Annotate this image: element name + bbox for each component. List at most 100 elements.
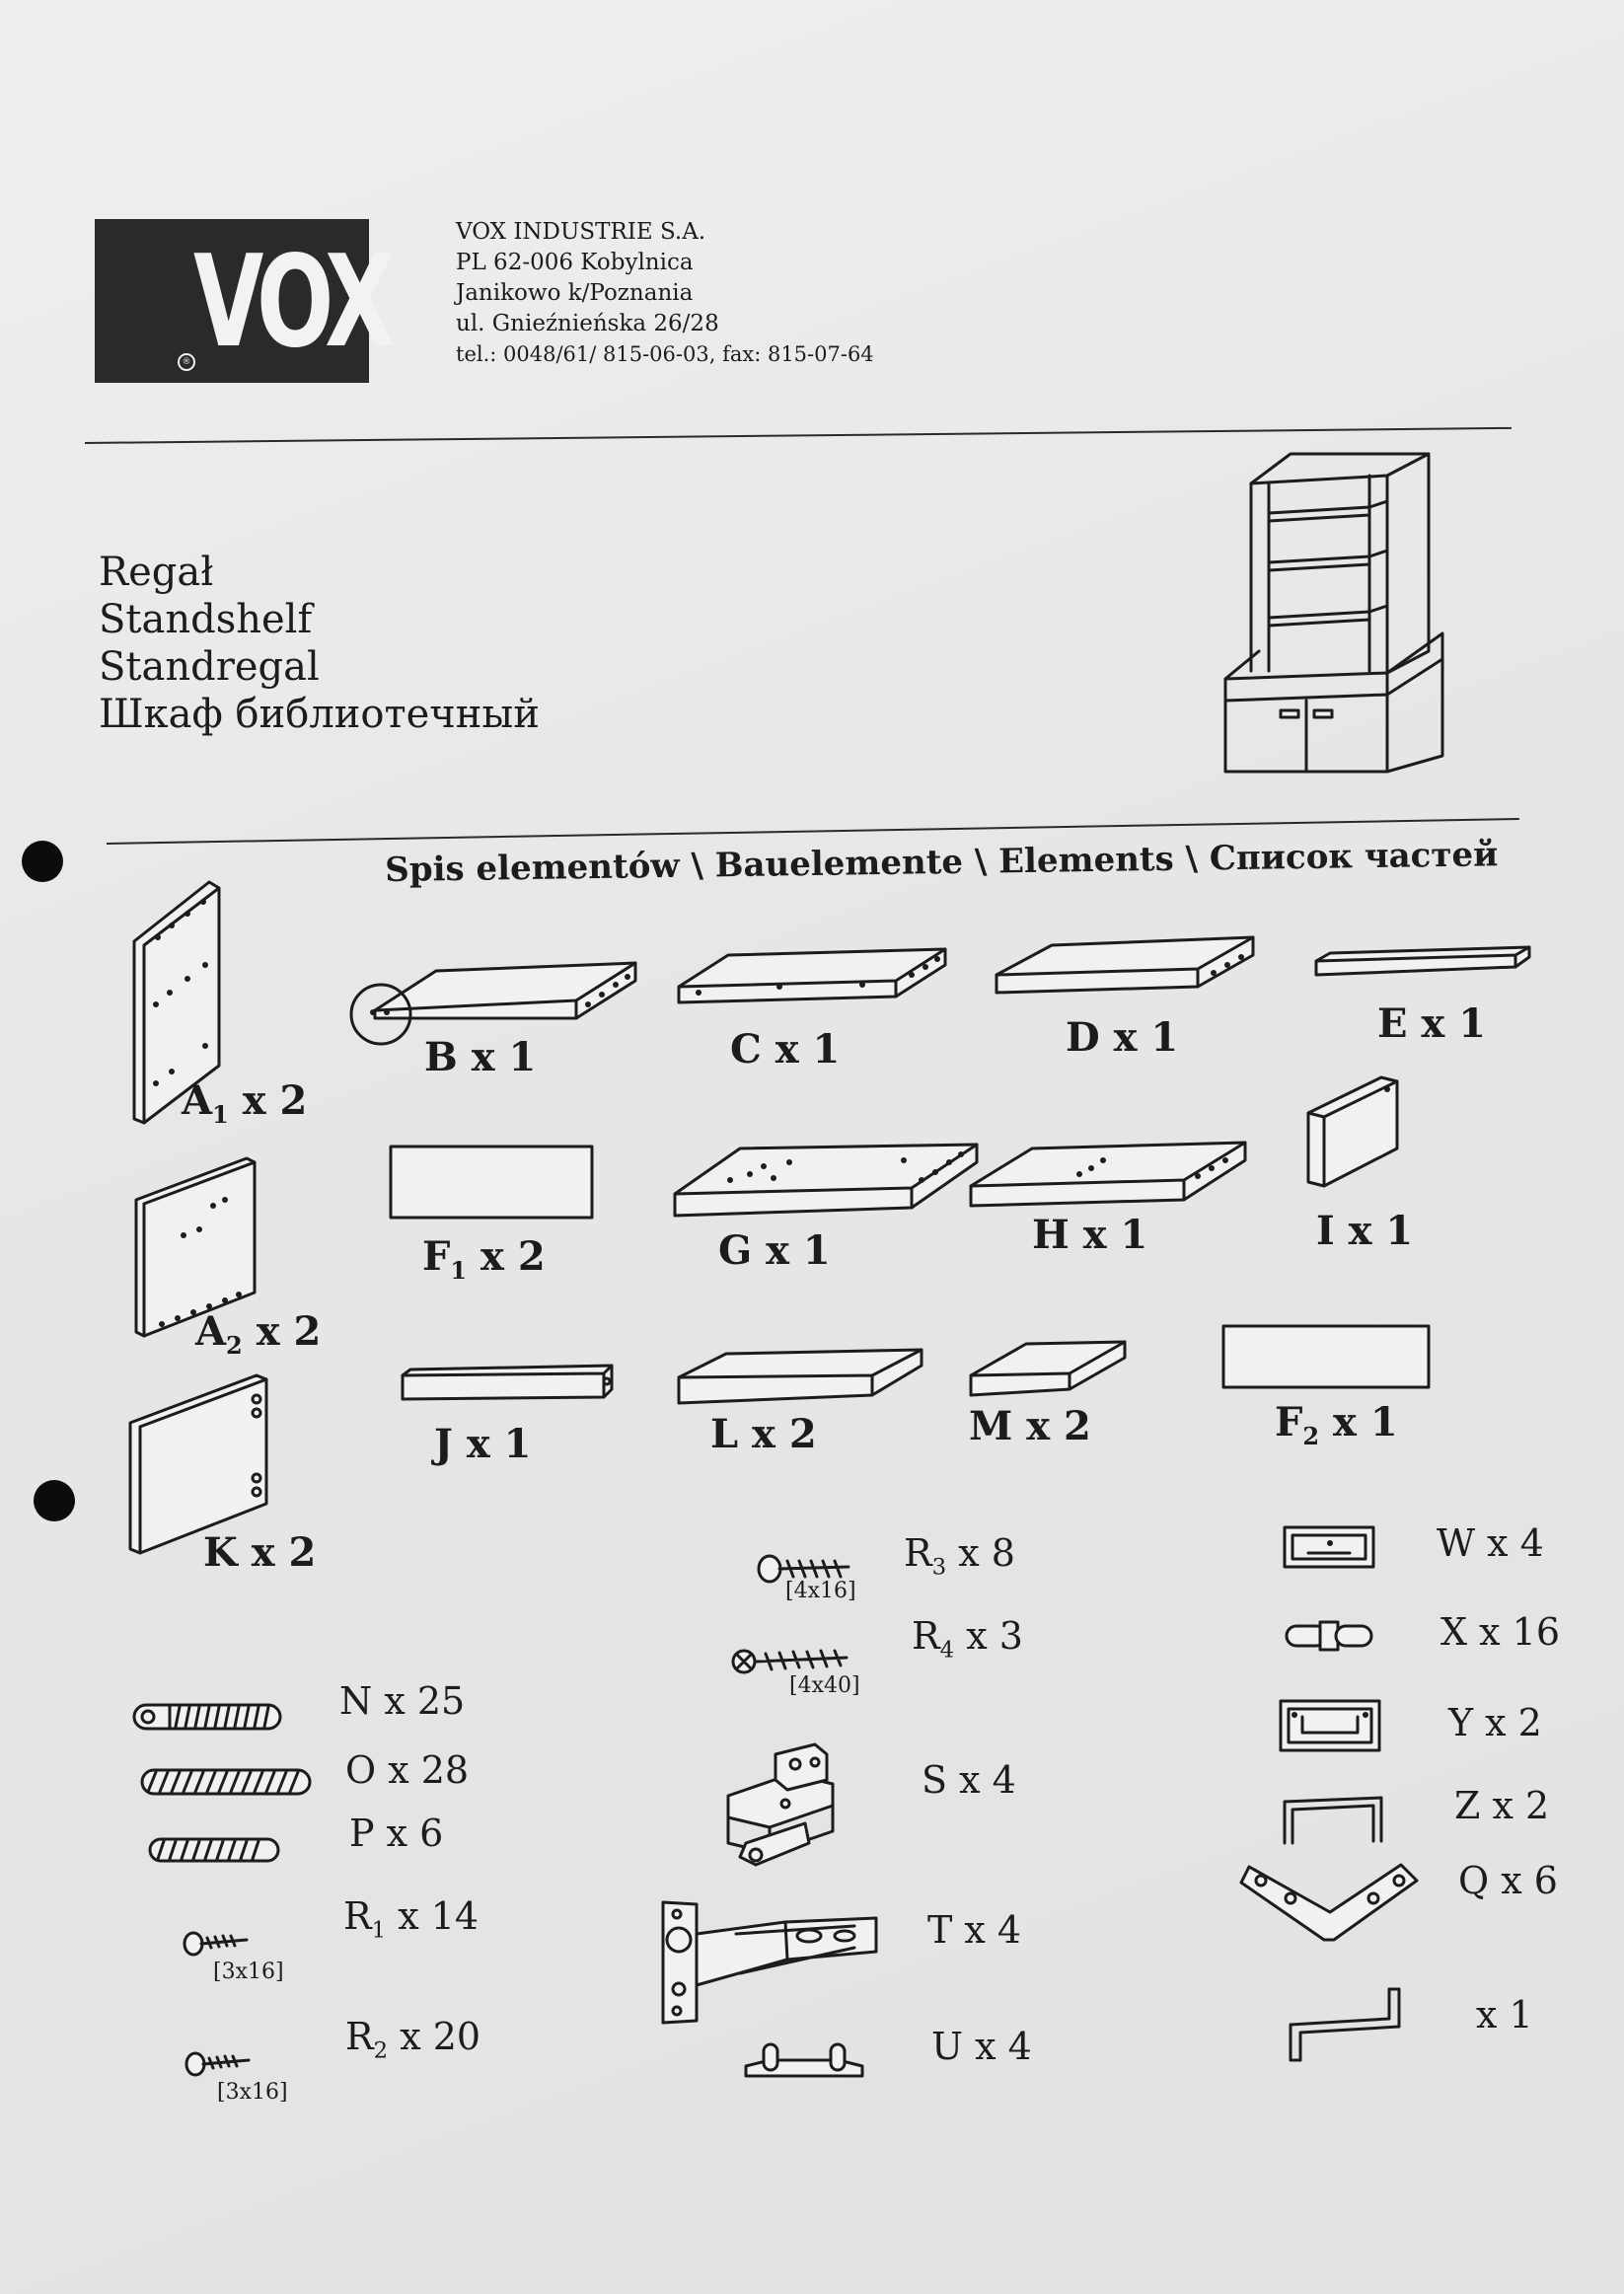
panel-f2-drawing bbox=[1221, 1324, 1431, 1389]
screw-r1-sub: 1 bbox=[371, 1917, 387, 1944]
panel-c-drawing bbox=[677, 947, 947, 1004]
panel-l-drawing bbox=[677, 1348, 923, 1405]
handle-u-drawing bbox=[744, 2042, 864, 2078]
hinge-t-label: T x 4 bbox=[927, 1908, 1022, 1952]
screw-r1-letter: R bbox=[343, 1894, 372, 1938]
binder-hole-bottom bbox=[34, 1480, 75, 1521]
screw-r1-size: [3x16] bbox=[213, 1960, 284, 1984]
product-titles: Regał Standshelf Standregal Шкаф библиот… bbox=[99, 549, 540, 738]
company-postal: PL 62-006 Kobylnica bbox=[456, 250, 694, 275]
bracket-s-label: S x 4 bbox=[922, 1758, 1016, 1802]
panel-k-drawing bbox=[128, 1373, 268, 1555]
screw-r1-drawing bbox=[183, 1931, 249, 1957]
panel-g-drawing bbox=[673, 1143, 979, 1218]
title-polish: Regał bbox=[99, 550, 214, 595]
panel-j-label: J x 1 bbox=[434, 1421, 532, 1467]
panel-a1-drawing bbox=[132, 880, 221, 1125]
dowel-o-drawing bbox=[140, 1768, 312, 1796]
cabinet-illustration bbox=[1223, 452, 1444, 774]
screw-r3-sub: 3 bbox=[931, 1554, 947, 1581]
panel-a2-qty: x 2 bbox=[256, 1308, 322, 1355]
company-address: VOX INDUSTRIE S.A. PL 62-006 Kobylnica J… bbox=[456, 217, 874, 370]
panel-f2-sub: 2 bbox=[1302, 1422, 1320, 1450]
panel-f2-label: F2 x 1 bbox=[1275, 1399, 1398, 1450]
panel-c-label: C x 1 bbox=[730, 1026, 841, 1073]
screw-r3-qty: x 8 bbox=[958, 1531, 1015, 1575]
screw-r4-letter: R bbox=[912, 1614, 940, 1658]
title-english: Standshelf bbox=[99, 597, 313, 642]
screw-r1-label: R1 x 14 bbox=[343, 1894, 479, 1944]
screw-r3-letter: R bbox=[904, 1531, 932, 1575]
panel-m-drawing bbox=[969, 1340, 1127, 1397]
panel-l-label: L x 2 bbox=[710, 1411, 817, 1457]
fitting-y-label: Y x 2 bbox=[1448, 1701, 1542, 1744]
panel-b-drawing bbox=[349, 961, 637, 1046]
panel-i-label: I x 1 bbox=[1316, 1208, 1414, 1254]
panel-a2-sub: 2 bbox=[226, 1331, 243, 1360]
panel-m-label: M x 2 bbox=[969, 1403, 1091, 1449]
screw-r2-qty: x 20 bbox=[400, 2015, 481, 2058]
screw-r3-label: R3 x 8 bbox=[904, 1531, 1015, 1581]
company-phone: tel.: 0048/61/ 815-06-03, fax: 815-07-64 bbox=[456, 342, 874, 366]
title-russian: Шкаф библиотечный bbox=[99, 692, 540, 737]
panel-h-drawing bbox=[969, 1141, 1247, 1208]
panel-f1-letter: F bbox=[422, 1233, 451, 1280]
binder-hole-top bbox=[22, 841, 63, 882]
allen-key-drawing bbox=[1289, 1987, 1401, 2062]
company-street: ul. Gnieźnieńska 26/28 bbox=[456, 311, 719, 336]
panel-a1-label: A1 x 2 bbox=[182, 1077, 307, 1129]
company-town: Janikowo k/Poznania bbox=[456, 280, 694, 306]
logo-text: VOX bbox=[193, 229, 395, 376]
fitting-w-drawing bbox=[1283, 1525, 1375, 1569]
panel-b-label: B x 1 bbox=[424, 1034, 537, 1080]
screw-r4-sub: 4 bbox=[939, 1637, 955, 1664]
panel-a1-letter: A bbox=[182, 1077, 213, 1124]
dowel-n-label: N x 25 bbox=[339, 1679, 466, 1723]
screw-r2-letter: R bbox=[345, 2015, 374, 2058]
screw-r4-qty: x 3 bbox=[966, 1614, 1023, 1658]
screw-r2-drawing bbox=[185, 2051, 251, 2077]
fitting-x-label: X x 16 bbox=[1440, 1610, 1560, 1654]
panel-f1-label: F1 x 2 bbox=[422, 1233, 546, 1285]
panel-k-label: K x 2 bbox=[203, 1529, 317, 1576]
elements-heading: Spis elementów \ Bauelemente \ Elements … bbox=[385, 835, 1499, 890]
panel-a2-drawing bbox=[134, 1156, 257, 1338]
panel-f2-qty: x 1 bbox=[1333, 1399, 1398, 1445]
registered-mark: ® bbox=[178, 353, 195, 371]
fitting-w-label: W x 4 bbox=[1437, 1521, 1544, 1565]
screw-r2-label: R2 x 20 bbox=[345, 2015, 480, 2064]
panel-d-drawing bbox=[995, 935, 1255, 995]
allen-key-label: x 1 bbox=[1476, 1993, 1533, 2036]
screw-r1-qty: x 14 bbox=[398, 1894, 480, 1938]
bracket-q-label: Q x 6 bbox=[1458, 1859, 1558, 1902]
fitting-z-label: Z x 2 bbox=[1454, 1784, 1550, 1827]
panel-f1-qty: x 2 bbox=[480, 1233, 546, 1280]
panel-a2-label: A2 x 2 bbox=[195, 1308, 321, 1360]
panel-f1-sub: 1 bbox=[450, 1256, 468, 1285]
panel-i-drawing bbox=[1306, 1075, 1399, 1188]
fitting-x-drawing bbox=[1285, 1620, 1373, 1652]
dowel-p-drawing bbox=[148, 1837, 280, 1863]
panel-f1-drawing bbox=[389, 1145, 594, 1220]
screw-r4-size: [4x40] bbox=[789, 1673, 860, 1698]
panel-f2-letter: F bbox=[1275, 1399, 1303, 1445]
dowel-p-label: P x 6 bbox=[349, 1812, 444, 1855]
panel-e-drawing bbox=[1314, 945, 1531, 977]
screw-r3-size: [4x16] bbox=[785, 1579, 856, 1603]
panel-d-label: D x 1 bbox=[1066, 1014, 1179, 1061]
panel-a2-letter: A bbox=[195, 1308, 227, 1355]
screw-r2-sub: 2 bbox=[373, 2037, 389, 2064]
dowel-o-label: O x 28 bbox=[345, 1748, 470, 1792]
panel-j-drawing bbox=[401, 1364, 614, 1401]
screw-r4-label: R4 x 3 bbox=[912, 1614, 1023, 1664]
panel-h-label: H x 1 bbox=[1032, 1212, 1148, 1258]
screw-r3-drawing bbox=[757, 1554, 850, 1584]
panel-a1-qty: x 2 bbox=[242, 1077, 308, 1124]
screw-r2-size: [3x16] bbox=[217, 2080, 288, 2105]
vox-logo: VOX ® bbox=[95, 219, 395, 383]
hinge-t-drawing bbox=[661, 1900, 878, 2025]
screw-r4-drawing bbox=[731, 1649, 849, 1674]
bracket-s-drawing bbox=[726, 1742, 835, 1867]
bracket-q-drawing bbox=[1239, 1863, 1419, 1942]
